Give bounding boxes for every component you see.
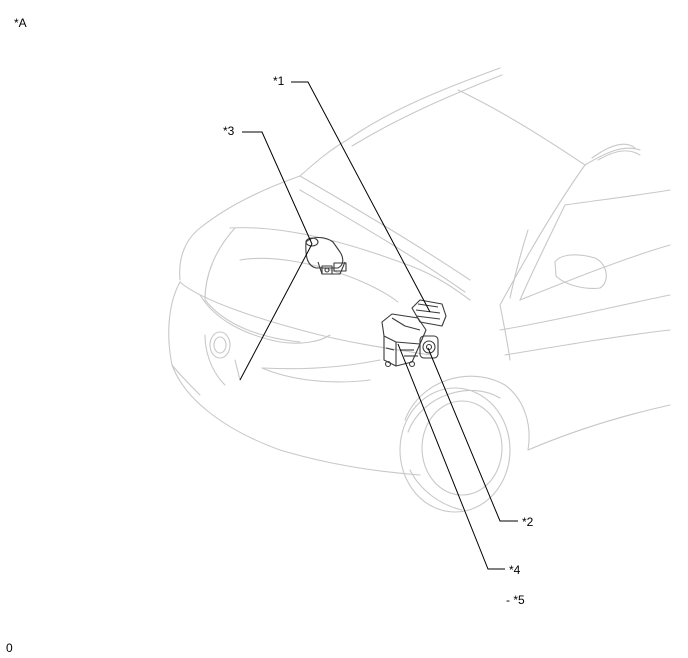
leader-line-3 (242, 131, 313, 245)
callout-label-3: *3 (223, 124, 235, 138)
leader-lines (239, 81, 518, 570)
leader-line-3b (239, 243, 313, 381)
callout-label-1: *1 (273, 74, 285, 88)
callout-label-2: *2 (522, 515, 534, 529)
callout-label-5: - *5 (506, 593, 525, 607)
brake-actuator-assembly (305, 236, 447, 368)
callout-label-4: *4 (509, 563, 521, 577)
leader-line-4 (397, 343, 505, 570)
leader-line-2 (427, 347, 518, 522)
corner-code: 0 (6, 641, 13, 655)
leader-line-1 (291, 81, 431, 313)
view-label: *A (14, 16, 27, 30)
car-outline (168, 67, 671, 513)
